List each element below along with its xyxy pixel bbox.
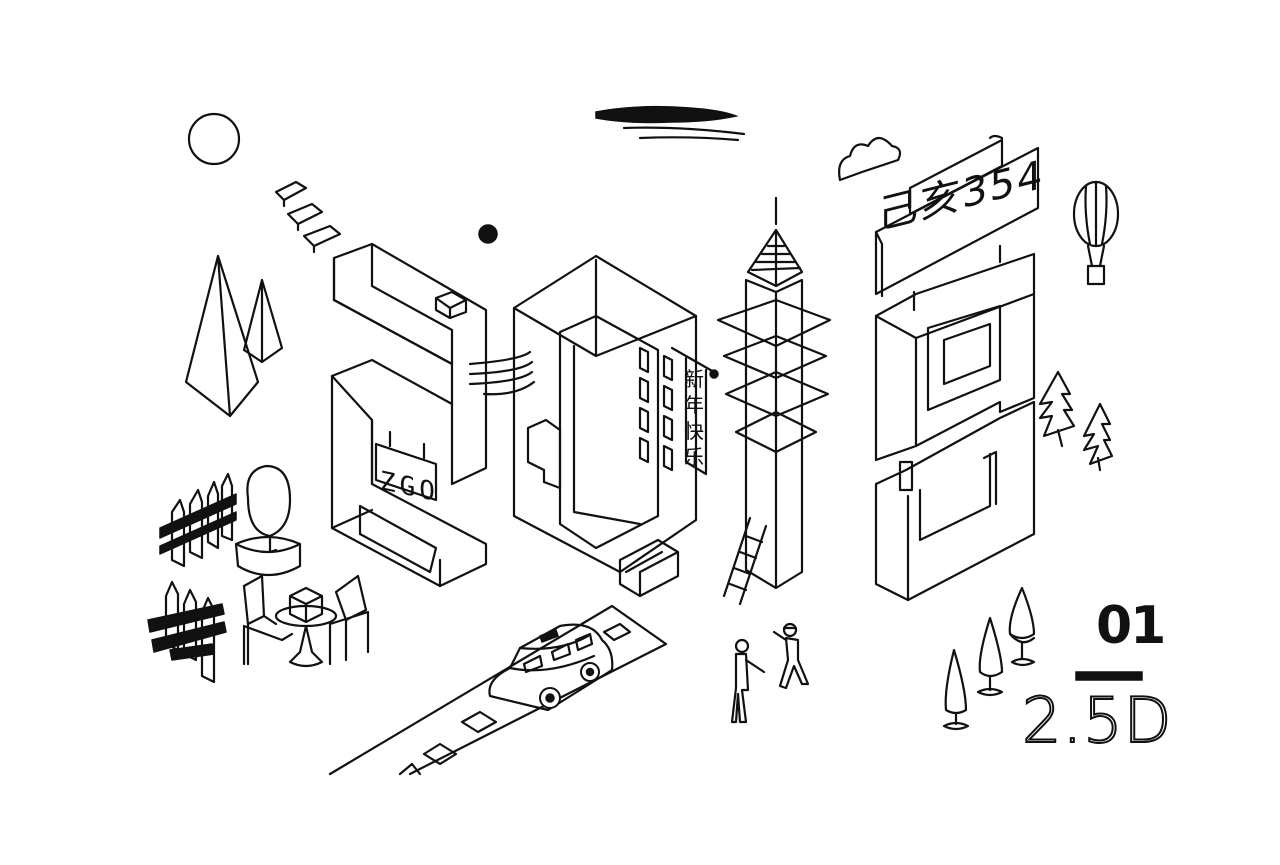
cafe-table-icon: [242, 574, 370, 668]
number-0-building: [512, 254, 719, 598]
hanging-banner-text: 新年快乐: [684, 367, 704, 469]
pyramid-icon: [184, 254, 284, 418]
corner-number: 01: [1096, 596, 1166, 656]
stepping-stones: [274, 180, 342, 254]
cone-tree-icon: [942, 586, 1036, 731]
bush-pot-icon: [234, 464, 302, 576]
hot-air-balloon-icon: [1072, 180, 1120, 286]
car-icon: [488, 623, 614, 712]
number-2-building: [330, 242, 536, 588]
sun-icon: [187, 112, 241, 166]
dark-cloud-icon: [595, 105, 746, 142]
style-caption: 2.5D: [1021, 684, 1173, 757]
road: [328, 604, 668, 776]
fence-icon: [147, 472, 237, 684]
moon-dot-icon: [478, 224, 498, 244]
pedestrian-icon: [730, 622, 810, 724]
divider-bar: [1075, 671, 1143, 681]
number-1-tower: [716, 196, 832, 606]
pine-tree-icon: [1038, 370, 1114, 472]
cloud-icon: [838, 136, 902, 182]
number-9-building: [874, 134, 1040, 602]
